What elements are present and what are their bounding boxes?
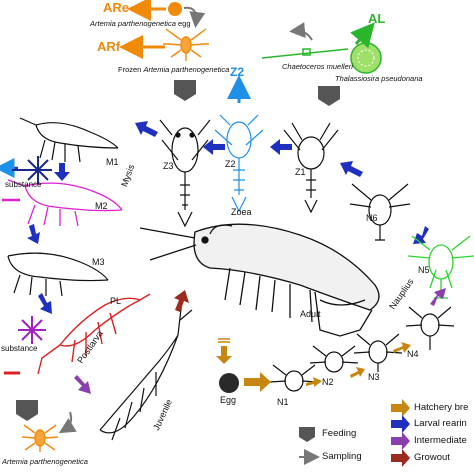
n4-to-n5-arrow	[430, 288, 446, 306]
z2-top-label: Z2	[230, 65, 245, 79]
pl-label: PL	[110, 296, 122, 306]
thalassiosira-cell-icon	[350, 42, 382, 74]
thalassiosira-inner-icon	[357, 49, 375, 67]
juvenile-to-adult-arrow	[174, 290, 189, 312]
m3-larva-icon	[7, 252, 109, 297]
z1-label: Z1	[295, 167, 306, 177]
arf-label: ARf	[97, 39, 121, 54]
n6-label: N6	[366, 213, 378, 223]
al-label: AL	[368, 11, 386, 26]
z3-to-m1-arrow	[135, 121, 158, 137]
substance-2-icon	[18, 316, 46, 344]
legend-intermediate-icon	[391, 432, 410, 450]
juvenile-shrimp-icon	[99, 299, 193, 441]
z1-to-z2-arrow	[270, 139, 292, 155]
legend-feeding-icon	[299, 427, 315, 442]
z2-to-z3-arrow	[203, 139, 225, 155]
thalassiosira-label: Thalassiosira pseudonana	[335, 74, 423, 83]
egg-to-n1-arrow	[244, 372, 271, 392]
feeding-house-icon	[174, 80, 196, 101]
legend-hatchery-icon	[391, 399, 410, 417]
adult-label: Adult	[300, 309, 321, 319]
frozen-species: Artemia parthenogenetica	[143, 65, 230, 74]
n4-larva-icon	[405, 306, 455, 350]
n3-larva-icon	[353, 333, 403, 372]
substance-2-label: substance	[1, 344, 38, 353]
artemia-egg-species: Artemia parthenogenetica	[90, 19, 176, 28]
z1-larva-icon	[283, 122, 339, 214]
z3-larva-icon	[159, 119, 211, 228]
frozen-prefix: Frozen	[118, 65, 142, 74]
pl-to-juvenile-arrow	[74, 375, 91, 394]
n6-to-z1-arrow	[340, 161, 363, 177]
m2-to-m3-arrow	[27, 224, 40, 244]
egg-label: Egg	[220, 395, 237, 405]
n5-label: N5	[418, 265, 430, 275]
artemia-egg-suffix: egg	[177, 19, 191, 28]
algae-culture-line	[261, 48, 349, 59]
legend-feeding-label: Feeding	[322, 428, 357, 439]
z2-larva-icon	[214, 114, 264, 213]
chaetoceros-label: Chaetoceros muelleri	[282, 62, 353, 71]
m1-label: M1	[106, 157, 119, 167]
m1-larva-icon	[19, 117, 119, 163]
legend-larval-label: Larval rearin	[414, 418, 467, 429]
n2-to-n3-arrow	[350, 367, 365, 378]
legend-larval-icon	[391, 415, 410, 433]
legend	[299, 399, 410, 467]
are-label: ARe	[103, 0, 130, 15]
zoea-label: Zoea	[231, 207, 252, 217]
egg-to-nauplius-arrow	[183, 6, 206, 28]
legend-hatchery-label: Hatchery bre	[414, 402, 469, 413]
pl-larva-icon	[37, 293, 151, 375]
legend-growout-icon	[391, 449, 410, 467]
legend-intermediate-label: Intermediate	[414, 435, 467, 446]
n6-larva-icon	[349, 183, 411, 241]
artemia-egg-icon	[168, 2, 182, 16]
n4-label: N4	[407, 349, 419, 359]
substance-1-icon	[24, 156, 52, 184]
algae-sampling-arrow	[289, 22, 313, 41]
artemia-nauplius-icon	[163, 28, 209, 61]
algae-feeding-house-icon	[318, 86, 340, 106]
bottom-artemia-icon	[21, 424, 59, 452]
frozen-artemia-label: Frozen Artemia parthenogenetica	[118, 66, 229, 74]
artemia-bottom-label: Artemia parthenogenetica	[2, 457, 88, 466]
m-sampling-arrows	[0, 158, 20, 202]
z2-label: Z2	[225, 159, 236, 169]
bottom-sampling-arrow	[58, 411, 77, 434]
adult-shrimp-icon	[139, 223, 380, 337]
m2-label: M2	[95, 201, 108, 211]
egg-icon	[219, 373, 239, 393]
microalgae-group	[261, 22, 382, 106]
n2-label: N2	[322, 377, 334, 387]
m1-to-m2-arrow	[54, 163, 70, 181]
legend-sampling-label: Sampling	[322, 451, 362, 462]
n2-larva-icon	[309, 345, 359, 373]
n1-to-n2-arrow	[306, 377, 322, 387]
chaetoceros-cell-icon	[302, 48, 311, 56]
artemia-egg-label: Artemia parthenogenetica egg	[90, 20, 191, 28]
al-arrow	[350, 22, 375, 49]
m3-to-pl-arrow	[38, 293, 52, 314]
n5-to-n6-arrow	[413, 226, 429, 244]
bottom-feeding-house-icon	[16, 400, 38, 421]
z3-label: Z3	[163, 161, 174, 171]
n1-label: N1	[277, 397, 289, 407]
egg-incoming-arrow	[216, 346, 232, 364]
m3-label: M3	[92, 257, 105, 267]
m2-larva-icon	[7, 179, 123, 227]
artemia-egg-group	[119, 0, 209, 101]
n3-to-n4-arrow	[393, 342, 411, 353]
n1-larva-icon	[269, 364, 319, 392]
substance-1-label: substance	[5, 180, 42, 189]
n5-larva-icon	[407, 235, 474, 299]
legend-growout-label: Growout	[414, 452, 450, 463]
n3-label: N3	[368, 372, 380, 382]
